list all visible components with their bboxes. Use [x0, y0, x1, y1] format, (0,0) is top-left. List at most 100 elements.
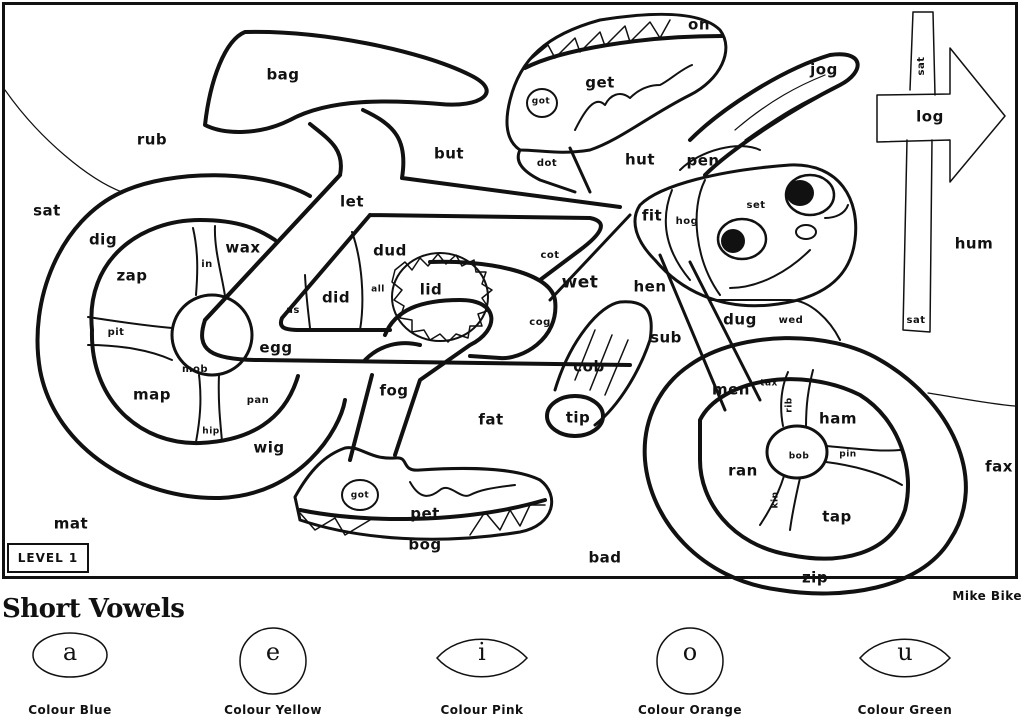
back-spoke-top	[192, 225, 226, 297]
handlebar-grip-lines	[734, 74, 831, 141]
word-sub[interactable]: sub	[650, 328, 682, 347]
word-fog[interactable]: fog	[379, 381, 409, 400]
word-let[interactable]: let	[340, 192, 364, 211]
word-bad[interactable]: bad	[588, 548, 622, 567]
bottom-shoe	[293, 446, 554, 541]
word-fax[interactable]: fax	[985, 457, 1013, 476]
right-eye	[784, 173, 836, 217]
word-dud[interactable]: dud	[373, 241, 407, 260]
word-pit[interactable]: pit	[107, 327, 125, 338]
cheek	[795, 224, 817, 240]
top-shoe-sole	[523, 34, 724, 70]
key-vowel: a	[62, 638, 78, 666]
word-zip[interactable]: zip	[801, 568, 829, 587]
bottom-got-circle	[341, 479, 379, 511]
word-pen[interactable]: pen	[686, 151, 720, 170]
word-sat-sign-bottom[interactable]: sat	[906, 315, 926, 326]
front-spoke-bottom	[759, 475, 801, 531]
front-spoke-right	[825, 445, 903, 486]
top-got-circle	[526, 88, 558, 118]
word-rib[interactable]: rib	[784, 397, 795, 413]
word-wax[interactable]: wax	[225, 238, 261, 257]
word-fit[interactable]: fit	[641, 206, 663, 225]
word-on[interactable]: on	[688, 15, 710, 34]
word-in[interactable]: in	[201, 259, 213, 270]
word-rub[interactable]: rub	[136, 130, 168, 149]
word-all[interactable]: all	[371, 284, 385, 295]
word-pan[interactable]: pan	[246, 395, 270, 406]
left-eye	[716, 217, 768, 261]
word-but[interactable]: but	[433, 144, 465, 163]
word-did[interactable]: did	[321, 288, 351, 307]
word-fat[interactable]: fat	[478, 410, 504, 429]
word-pet[interactable]: pet	[410, 504, 440, 523]
word-tap[interactable]: tap	[822, 507, 852, 526]
word-hum[interactable]: hum	[954, 234, 994, 253]
word-map[interactable]: map	[133, 385, 171, 404]
sign-post	[902, 11, 936, 333]
head-fit-hog-divider	[664, 179, 721, 296]
page-title: Short Vowels	[2, 594, 185, 624]
word-hen[interactable]: hen	[633, 277, 667, 296]
frame-inner	[279, 213, 603, 332]
key-label: Colour Green	[857, 703, 953, 717]
word-jog[interactable]: jog	[810, 60, 838, 79]
word-wed[interactable]: wed	[778, 315, 804, 326]
word-hut[interactable]: hut	[624, 150, 656, 169]
word-lid[interactable]: lid	[419, 280, 443, 299]
word-men[interactable]: men	[712, 380, 750, 399]
word-bob[interactable]: bob	[788, 451, 810, 462]
word-zap[interactable]: zap	[116, 266, 148, 285]
cob-lines	[574, 329, 629, 396]
word-wig[interactable]: wig	[253, 438, 285, 457]
background-curve-left	[4, 89, 123, 193]
word-log[interactable]: log	[916, 107, 944, 126]
word-dot[interactable]: dot	[536, 158, 558, 169]
word-ran[interactable]: ran	[728, 461, 758, 480]
back-wheel-tire	[35, 190, 347, 501]
word-ham[interactable]: ham	[819, 409, 857, 428]
key-vowel: i	[478, 638, 486, 666]
word-tip[interactable]: tip	[565, 408, 591, 427]
cob-tube	[553, 300, 653, 427]
key-vowel: o	[682, 638, 698, 666]
word-sat-sign-top[interactable]: sat	[916, 56, 927, 76]
word-cot[interactable]: cot	[540, 250, 560, 261]
word-set[interactable]: set	[746, 200, 766, 211]
word-mat[interactable]: mat	[53, 514, 89, 533]
word-mob[interactable]: mob	[182, 364, 208, 375]
back-wheel-rim	[89, 218, 300, 446]
word-wet[interactable]: wet	[561, 272, 599, 293]
front-spoke-top	[780, 369, 814, 428]
word-hog[interactable]: hog	[675, 216, 699, 227]
word-tax[interactable]: tax	[760, 378, 778, 389]
word-dig[interactable]: dig	[88, 230, 118, 249]
key-item-a: a Colour Blue	[0, 628, 160, 720]
word-hip[interactable]: hip	[202, 426, 220, 437]
word-got-top[interactable]: got	[531, 96, 551, 107]
word-dug[interactable]: dug	[723, 310, 757, 329]
chainring-arm	[428, 259, 558, 361]
circle-shape-icon	[239, 627, 307, 695]
key-label: Colour Blue	[28, 703, 112, 717]
key-label: Colour Pink	[440, 703, 524, 717]
top-shoe	[505, 12, 728, 154]
word-got-bottom[interactable]: got	[350, 490, 370, 501]
front-wheel-hub	[765, 424, 829, 480]
word-kin[interactable]: kin	[770, 491, 781, 509]
key-label: Colour Yellow	[224, 703, 322, 717]
word-pin[interactable]: pin	[839, 449, 857, 460]
word-bog[interactable]: bog	[408, 535, 442, 554]
word-get[interactable]: get	[585, 73, 615, 92]
word-as[interactable]: as	[286, 305, 300, 316]
key-item-o: o Colour Orange	[600, 627, 780, 720]
word-sat-left[interactable]: sat	[33, 201, 61, 220]
word-bag[interactable]: bag	[266, 65, 300, 84]
word-cog[interactable]: cog	[529, 317, 551, 328]
word-cob[interactable]: cob	[573, 357, 605, 376]
key-label: Colour Orange	[637, 703, 743, 717]
word-egg[interactable]: egg	[259, 338, 293, 357]
tip-end	[545, 394, 605, 438]
bottom-shoe-sole	[298, 498, 547, 521]
chainring-teeth	[391, 253, 493, 343]
